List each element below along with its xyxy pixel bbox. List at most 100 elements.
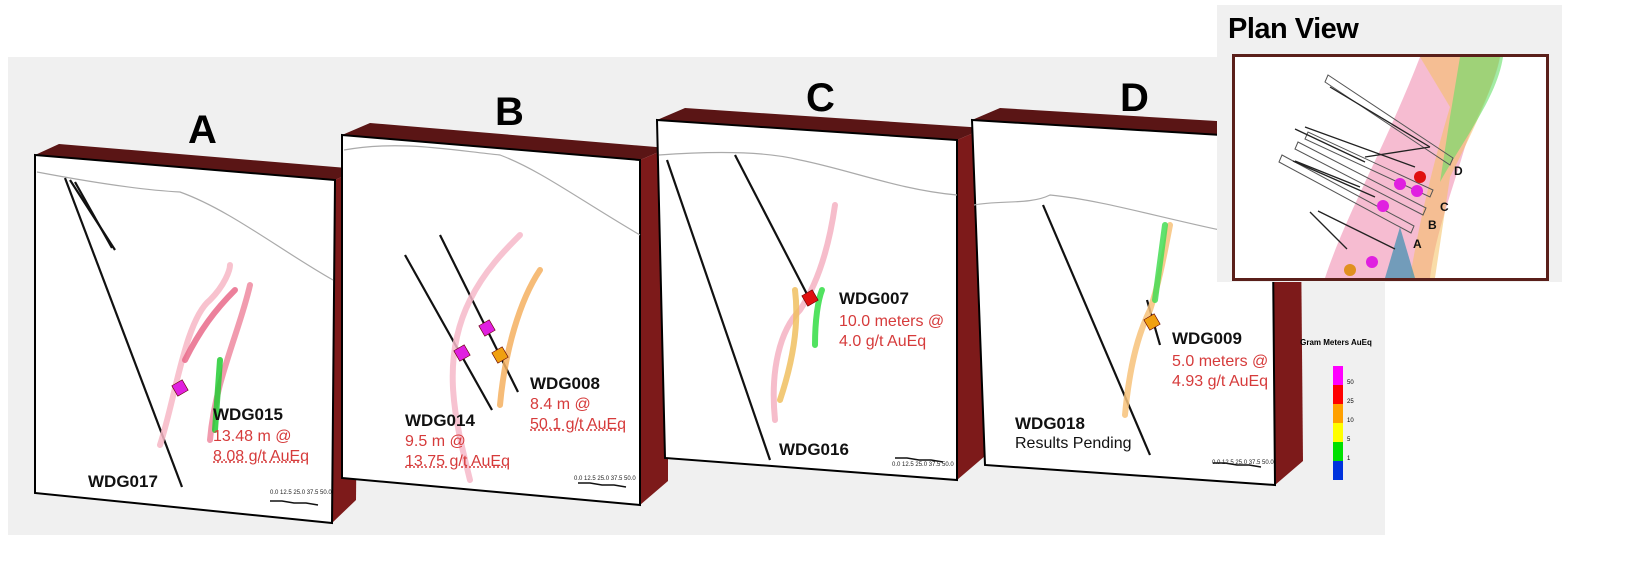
plan-label-a: A <box>1413 237 1422 251</box>
result-wdg008-grade: 50.1 g/t AuEq <box>530 416 627 433</box>
plan-label-d: D <box>1454 164 1463 178</box>
plan-drill-trace <box>1304 126 1416 168</box>
result-wdg014-grade: 13.75 g/t AuEq <box>405 453 510 470</box>
assay-interval-marker <box>453 344 471 362</box>
drill-hole-trace <box>734 154 811 301</box>
section-label-d: D <box>1120 76 1149 120</box>
plan-drill-trace <box>1317 210 1396 250</box>
plan-orebody-blue <box>1385 227 1415 278</box>
mineralized-zone <box>777 287 800 403</box>
legend-title: Gram Meters AuEq <box>1300 338 1372 347</box>
panel-top-face <box>657 108 985 140</box>
mineralized-zone <box>212 357 223 433</box>
plan-label-b: B <box>1428 218 1437 232</box>
result-wdg015-length: 13.48 m @ <box>213 428 292 445</box>
legend-label: 10 <box>1347 418 1354 424</box>
plan-drill-trace <box>1309 211 1348 250</box>
plan-drill-trace <box>1294 160 1361 188</box>
hole-label-wdg018: WDG018 <box>1015 414 1085 433</box>
topography-line <box>343 145 641 236</box>
section-label-a: A <box>188 108 217 152</box>
panel-top-face <box>342 123 668 160</box>
panel-top-face <box>35 144 359 180</box>
panel-front-face <box>970 118 1277 487</box>
plan-section-outline <box>1278 154 1415 234</box>
result-wdg014-length: 9.5 m @ <box>405 433 466 450</box>
plan-section-outline <box>1294 141 1427 216</box>
legend-swatch <box>1333 404 1343 423</box>
legend-swatch <box>1333 461 1343 480</box>
assay-interval-marker <box>171 379 189 397</box>
plan-intercept-marker <box>1344 264 1356 276</box>
mineralized-zone <box>497 267 543 408</box>
plan-view-inset: Plan View D C B A <box>1217 5 1562 282</box>
mineralized-zone <box>1152 222 1168 303</box>
plan-intercept-marker <box>1377 200 1389 212</box>
plan-drill-trace <box>1292 160 1376 198</box>
result-wdg007-length: 10.0 meters @ <box>839 313 945 330</box>
plan-drill-trace <box>1294 128 1366 163</box>
plan-section-outline <box>1324 74 1454 166</box>
mineralized-zone <box>449 232 523 483</box>
drill-hole-trace <box>404 254 493 411</box>
assay-interval-marker <box>1143 313 1161 331</box>
legend-label: 1 <box>1347 456 1351 462</box>
status-wdg018: Results Pending <box>1015 435 1132 452</box>
section-label-c: C <box>806 76 835 120</box>
plan-intercept-marker <box>1366 256 1378 268</box>
scale-bar-line <box>270 500 319 506</box>
scale-bar-b: 0.0 12.5 25.0 37.5 50.0 <box>574 476 636 482</box>
scale-bar-line <box>1213 462 1262 468</box>
hole-label-wdg009: WDG009 <box>1172 329 1242 348</box>
mineralized-zone <box>182 287 238 363</box>
plan-view-title: Plan View <box>1228 13 1359 45</box>
result-wdg009-grade: 4.93 g/t AuEq <box>1172 373 1269 390</box>
assay-interval-marker <box>478 319 496 337</box>
panel-front-face <box>341 133 641 507</box>
result-wdg015-grade: 8.08 g/t AuEq <box>213 448 310 465</box>
plan-drill-trace <box>1364 146 1431 158</box>
scale-bar-d: 0.0 12.5 25.0 37.5 50.0 <box>1212 460 1274 466</box>
legend: Gram Meters AuEq 50 25 10 5 1 <box>1300 338 1380 498</box>
legend-label: 50 <box>1347 380 1354 386</box>
drill-hole-trace <box>1041 204 1152 456</box>
scale-bar-line <box>895 457 944 463</box>
plan-orebody-green <box>1440 57 1503 182</box>
assay-interval-marker <box>801 289 819 307</box>
legend-swatch <box>1333 423 1343 442</box>
drill-hole-trace <box>665 159 772 461</box>
scale-bar-line <box>578 482 627 488</box>
legend-swatch <box>1333 442 1343 461</box>
legend-label: 25 <box>1347 399 1354 405</box>
result-wdg009-length: 5.0 meters @ <box>1172 353 1269 370</box>
result-wdg007-grade: 4.0 g/t AuEq <box>839 333 927 350</box>
panel-front-face <box>34 153 337 525</box>
drill-hole-trace <box>74 181 113 249</box>
mineralized-zone <box>157 262 233 448</box>
section-label-b: B <box>495 90 524 134</box>
plan-view-drawing <box>1278 57 1503 278</box>
plan-intercept-marker <box>1414 171 1426 183</box>
legend-label: 5 <box>1347 437 1351 443</box>
hole-label-wdg015: WDG015 <box>213 405 283 424</box>
hole-label-wdg014: WDG014 <box>405 411 475 430</box>
topography-line <box>658 151 958 196</box>
scale-bar-c: 0.0 12.5 25.0 37.5 50.0 <box>892 462 954 468</box>
plan-drill-trace <box>1329 86 1431 148</box>
mineralized-zone <box>770 202 838 423</box>
hole-label-wdg007: WDG007 <box>839 289 909 308</box>
topography-line <box>36 171 334 281</box>
mineralized-zone <box>812 287 825 348</box>
result-wdg008-length: 8.4 m @ <box>530 396 591 413</box>
mineralized-zone <box>207 282 253 443</box>
scale-bar-a: 0.0 12.5 25.0 37.5 50.0 <box>270 490 332 496</box>
plan-label-c: C <box>1440 200 1449 214</box>
plan-intercept-marker <box>1394 178 1406 190</box>
legend-swatch <box>1333 385 1343 404</box>
plan-view-map: D C B A <box>1232 54 1549 281</box>
assay-interval-marker <box>491 346 509 364</box>
hole-label-wdg017: WDG017 <box>88 472 158 491</box>
legend-swatch <box>1333 366 1343 385</box>
hole-label-wdg008: WDG008 <box>530 374 600 393</box>
